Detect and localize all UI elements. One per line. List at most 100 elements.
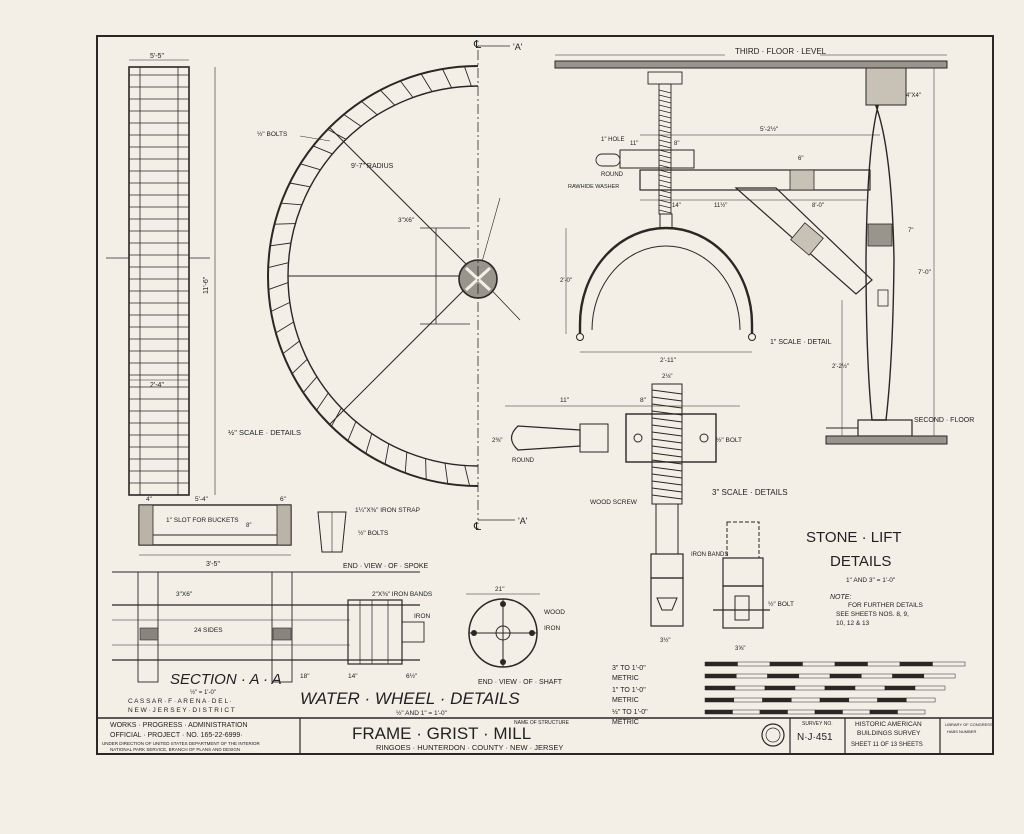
scale-bar-segment: [704, 661, 738, 667]
wpa-line-1: WORKS · PROGRESS · ADMINISTRATION: [110, 722, 248, 729]
scale-bar-segment: [848, 697, 878, 703]
end-view-of-spoke: 1¼"X⅜" IRON STRAP ½" BOLTS END · VIEW · …: [317, 507, 429, 570]
scale-bar-segment: [767, 673, 800, 679]
scale-bar-segment: [824, 685, 856, 691]
screw-thread: [651, 438, 683, 444]
scale-bar-segment: [877, 697, 907, 703]
screw-thread: [658, 89, 672, 94]
sheet-number: SHEET 11 OF 13 SHEETS: [851, 742, 923, 748]
wheel-bucket: [365, 433, 373, 454]
scale-label-1: 3" TO 1'-0": [612, 665, 646, 672]
dim-11-c-label: 11": [560, 397, 570, 404]
dim-2-3-b-label: 2⅛": [662, 374, 672, 380]
wheel-bucket: [300, 163, 321, 171]
scale-bar-segment: [791, 697, 821, 703]
screw-thread: [658, 104, 672, 109]
wheel-bucket: [420, 73, 433, 92]
screw-thread: [651, 396, 683, 402]
wheel-bucket: [464, 465, 471, 486]
dim-2-11-label: 2'-11": [660, 357, 677, 364]
hole-label: 1" HOLE: [601, 137, 624, 143]
scale-bar-segment: [861, 673, 893, 679]
iron-bands-b-label: IRON BANDS: [691, 552, 728, 558]
scale-bar-segment: [802, 661, 836, 667]
width-5-5-label: 5'-5": [150, 53, 164, 60]
half-bolt-label: ½" BOLT: [716, 436, 742, 444]
iron-bands-label: 2"X⅜" IRON BANDS: [372, 591, 433, 598]
wheel-bucket: [280, 202, 302, 206]
dim-8-c-label: 8": [640, 397, 647, 404]
scale-bar-segment: [732, 709, 761, 715]
beam-3x6-label: 3"X6": [176, 591, 193, 598]
dim-8-0-label: 8'-0": [812, 203, 824, 209]
round-label: ROUND: [601, 172, 624, 178]
stone-lift-upper-detail: THIRD · FLOOR · LEVEL 4"X4" 1" HOLE ROUN…: [554, 47, 974, 445]
scale-bar-segment: [704, 673, 737, 679]
end-view-of-shaft: 21" WOOD IRON END · VIEW · OF · SHAFT: [466, 586, 565, 686]
screw-thread: [651, 445, 683, 451]
wheel-bucket: [404, 452, 408, 474]
iron-shaft-label: IRON: [544, 625, 561, 632]
structure-name: FRAME · GRIST · MILL: [352, 724, 531, 743]
scale-bar-segment: [892, 673, 925, 679]
dim-2-3-label: 2⅜": [492, 438, 502, 444]
wheel-bucket: [425, 458, 427, 480]
scale-bar-segment: [906, 697, 936, 703]
iron-label: IRON: [414, 613, 431, 620]
twenty-four-sides-label: 24 SIDES: [194, 627, 223, 634]
dim-4-label: 4": [146, 496, 153, 503]
screw-thread: [651, 424, 683, 430]
one-inch-scale-label: 1" SCALE · DETAIL: [770, 339, 832, 346]
wheel-bucket: [270, 301, 290, 312]
half-bolt-b-label: ½" BOLT: [768, 600, 794, 608]
iron-strap-label: 1¼"X⅜" IRON STRAP: [355, 507, 420, 514]
radius-label: 9'-7" RADIUS: [351, 163, 394, 170]
screw-thread: [651, 494, 683, 500]
scale-bar-segment: [759, 709, 788, 715]
spoke-size-label: 3"X6": [398, 217, 415, 224]
half-scale-details-label: ½" SCALE · DETAILS: [228, 428, 301, 437]
loc-line-2: HABS NUMBER: [947, 729, 976, 734]
scale-bar-segment: [704, 697, 735, 703]
screw-thread: [658, 134, 672, 139]
delineator-line-2: N E W · J E R S E Y · D I S T R I C T: [128, 707, 235, 714]
screw-thread: [658, 144, 672, 149]
screw-thread: [658, 94, 672, 99]
wood-screw-label: WOOD SCREW: [590, 499, 638, 506]
wheel-bucket: [347, 421, 357, 441]
screw-thread: [651, 389, 683, 395]
wpa-line-4: NATIONAL PARK SERVICE, BRANCH OF PLANS A…: [110, 747, 240, 752]
screw-thread: [651, 410, 683, 416]
centerline-top-label: ℄: [473, 39, 481, 51]
screw-thread: [658, 109, 672, 114]
dim-6-label: 6": [280, 496, 287, 503]
note-line-2: SEE SHEETS NOS. 8, 9,: [836, 611, 909, 618]
screw-thread: [651, 473, 683, 479]
scale-label-5: ½" TO 1'-0": [612, 708, 648, 716]
dim-2-2-label: 2'-2½": [832, 363, 849, 370]
half-bolts-small-label: ½" BOLTS: [358, 529, 389, 537]
end-view-spoke-label: END · VIEW · OF · SPOKE: [343, 563, 429, 570]
screw-thread: [658, 199, 672, 204]
stone-lift-title-block: STONE · LIFT DETAILS 1" AND 3" = 1'-0" N…: [806, 529, 924, 627]
scale-label-2: METRIC: [612, 675, 639, 682]
screw-thread: [651, 452, 683, 458]
screw-thread: [658, 114, 672, 119]
sheet-border: [96, 35, 994, 755]
loc-line-1: LIBRARY OF CONGRESS: [945, 722, 993, 727]
dim-3-5-label: 3'-5": [206, 561, 220, 568]
screw-thread: [658, 179, 672, 184]
scale-bar-segment: [736, 673, 768, 679]
screw-thread: [658, 184, 672, 189]
dim-14-b-label: 14": [672, 203, 681, 209]
screw-thread: [658, 139, 672, 144]
wheel-bucket: [282, 340, 300, 355]
screw-thread: [651, 417, 683, 423]
survey-caption: SURVEY NO.: [802, 721, 833, 727]
dim-5-4-label: 5'-4": [195, 496, 209, 503]
dim-5-2-label: 5'-2½": [760, 125, 779, 133]
wheel-bucket: [384, 443, 390, 465]
water-wheel-details-title: WATER · WHEEL · DETAILS: [300, 689, 520, 708]
scale-bar-segment: [932, 661, 966, 667]
screw-thread: [651, 480, 683, 486]
